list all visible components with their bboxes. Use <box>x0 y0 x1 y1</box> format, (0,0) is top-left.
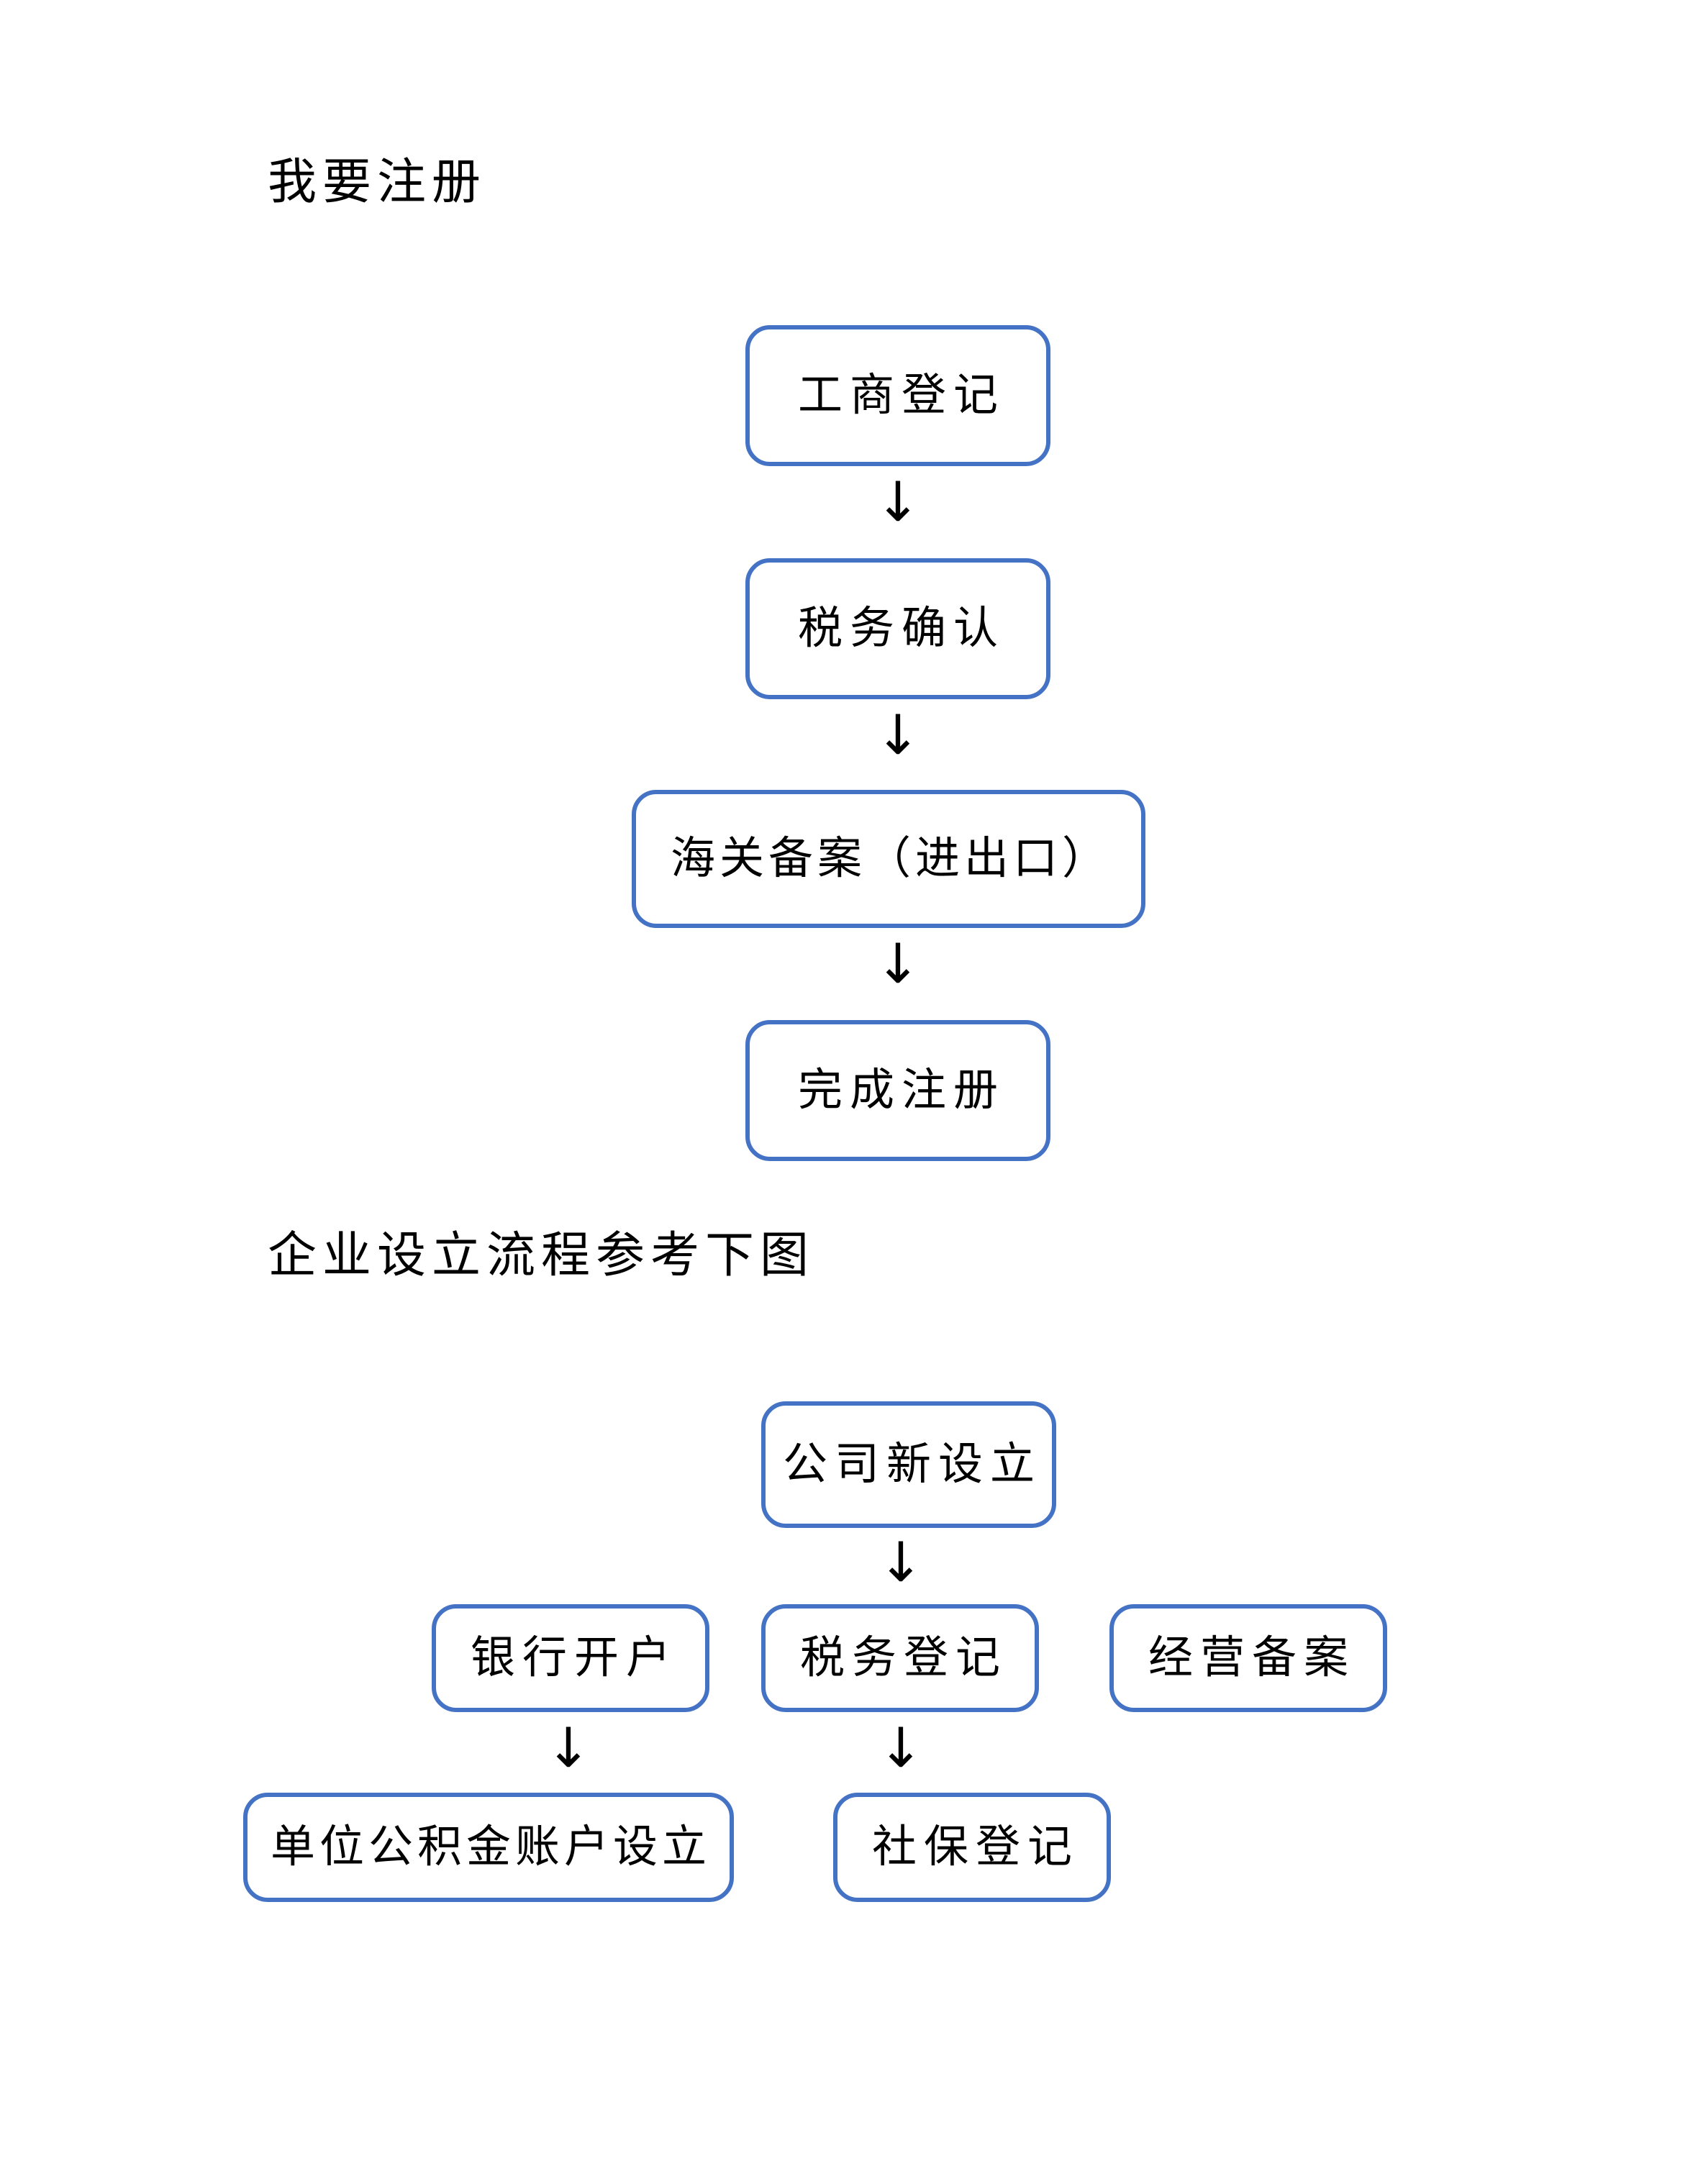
flow-node-label: 海关备案（进出口） <box>670 834 1111 883</box>
flow-node-tax-registration[interactable]: 税务登记 <box>761 1604 1039 1712</box>
arrow-down-icon: ↓ <box>878 1530 924 1594</box>
flow-node-business-operation-filing[interactable]: 经营备案 <box>1109 1604 1387 1712</box>
flow-node-label: 银行开户 <box>470 1633 678 1683</box>
flow-node-customs-filing[interactable]: 海关备案（进出口） <box>632 790 1145 928</box>
flow-node-bank-account-opening[interactable]: 银行开户 <box>432 1604 709 1712</box>
section-heading-enterprise-setup: 企业设立流程参考下图 <box>268 1228 815 1283</box>
flow-node-label: 社保登记 <box>871 1822 1079 1872</box>
arrow-down-icon: ↓ <box>875 470 921 534</box>
flow-node-registration-complete[interactable]: 完成注册 <box>745 1020 1050 1161</box>
arrow-down-icon: ↓ <box>878 1716 924 1780</box>
flow-node-label: 税务确认 <box>797 604 1005 653</box>
flow-node-new-company-setup[interactable]: 公司新设立 <box>761 1401 1056 1528</box>
arrow-down-icon: ↓ <box>875 932 921 996</box>
flow-node-label: 单位公积金账户设立 <box>270 1822 711 1872</box>
flow-node-tax-confirmation[interactable]: 税务确认 <box>745 558 1050 699</box>
flow-node-label: 经营备案 <box>1148 1633 1356 1683</box>
flow-node-business-registration[interactable]: 工商登记 <box>745 325 1050 466</box>
section-heading-register: 我要注册 <box>268 155 487 209</box>
flow-node-label: 完成注册 <box>797 1065 1005 1115</box>
arrow-down-icon: ↓ <box>875 703 921 767</box>
flow-node-label: 工商登记 <box>797 370 1005 420</box>
flow-node-label: 公司新设立 <box>782 1439 1042 1489</box>
flow-node-label: 税务登记 <box>799 1633 1007 1683</box>
flow-node-housing-fund-account-setup[interactable]: 单位公积金账户设立 <box>243 1793 734 1902</box>
arrow-down-icon: ↓ <box>545 1716 591 1780</box>
flow-node-social-insurance-registration[interactable]: 社保登记 <box>833 1793 1111 1902</box>
